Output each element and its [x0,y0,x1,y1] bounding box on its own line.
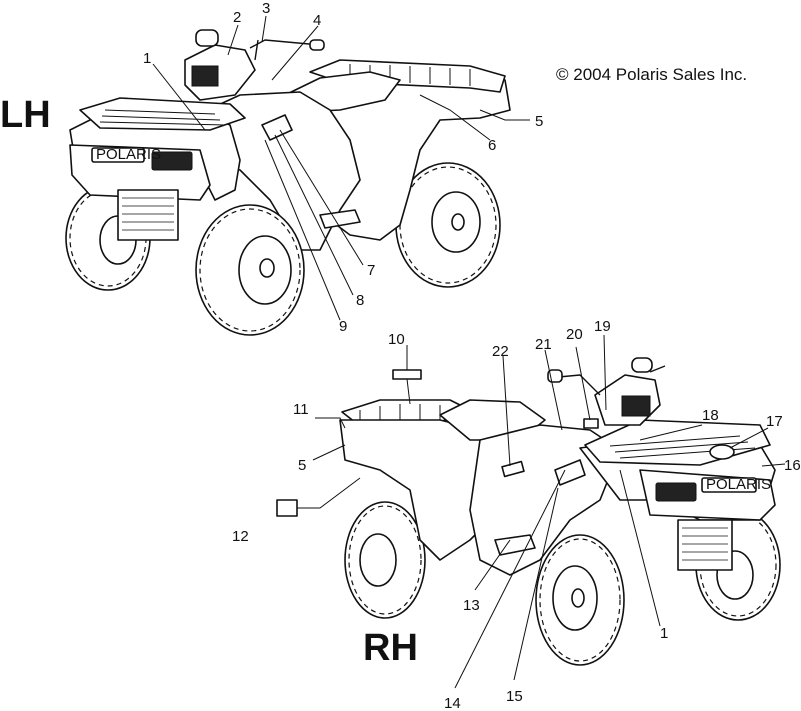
lh-footrest [319,209,361,229]
lh-front-rack-bars [99,109,226,126]
lh-handlebar [249,39,321,49]
rh-front-near-wheel [535,534,625,666]
rh-side-decal [501,460,525,478]
rh-grille-lines [682,527,728,561]
callout-rh-13: 13 [463,597,480,614]
lh-front-badge: POLARIS [96,146,161,163]
callout-rh-16: 16 [784,457,801,474]
rh-decal-10-box [392,369,422,380]
callout-lh-1: 1 [143,50,151,67]
lh-stem [254,39,259,61]
callout-lh-5: 5 [535,113,543,130]
callout-lh-2: 2 [233,9,241,26]
rh-warning-decal [583,418,599,429]
rh-rear-wheel [344,501,426,619]
callout-rh-14: 14 [444,695,461,711]
rh-leaders [297,334,786,689]
callout-lh-9: 9 [339,318,347,335]
callout-lh-3: 3 [262,0,270,17]
callout-lh-8: 8 [356,292,364,309]
lh-leaders [152,15,530,321]
rh-view-label: RH [363,627,418,669]
rh-front-badge-plate [701,477,757,493]
rh-instrument-decal [621,395,651,417]
lh-front-rack [79,97,246,131]
rh-decal-12-box [276,499,298,517]
callout-lh-7: 7 [367,262,375,279]
callout-rh-17: 17 [766,413,783,430]
callout-rh-21: 21 [535,336,552,353]
lh-front-badge-plate [91,147,145,163]
callout-rh-10: 10 [388,331,405,348]
callout-rh-12: 12 [232,528,249,545]
lh-headlight [151,151,193,171]
lh-fuel-cap [195,29,219,47]
callout-rh-19: 19 [594,318,611,335]
rh-cap-decal [709,444,735,460]
callout-rh-1: 1 [660,625,668,642]
rh-fender-decal [554,459,586,486]
lh-view-label: LH [0,94,51,136]
lh-front-near-wheel [195,204,305,336]
callout-rh-15: 15 [506,688,523,705]
rh-mirror-stem [649,365,666,373]
lh-grille-lines [122,197,174,231]
callout-lh-6: 6 [488,137,496,154]
rh-fuel-cap [631,357,653,373]
callout-rh-20: 20 [566,326,583,343]
lh-instrument-decal [191,65,219,87]
lh-side-decal [261,114,293,141]
lh-grip [309,39,325,51]
lh-rear-wheel [395,162,501,288]
rh-front-badge: POLARIS [706,476,771,493]
rh-headlight [655,482,697,502]
callout-rh-22: 22 [492,343,509,360]
copyright-text: © 2004 Polaris Sales Inc. [556,65,747,84]
rh-grille [677,519,733,571]
lh-grille [117,189,179,241]
callout-rh-18: 18 [702,407,719,424]
callout-lh-4: 4 [313,12,321,29]
callout-rh-5: 5 [298,457,306,474]
rh-atv-drawing: POLARIS [339,357,781,666]
callout-rh-11: 11 [293,401,309,418]
lh-atv-drawing: POLARIS [65,29,511,336]
